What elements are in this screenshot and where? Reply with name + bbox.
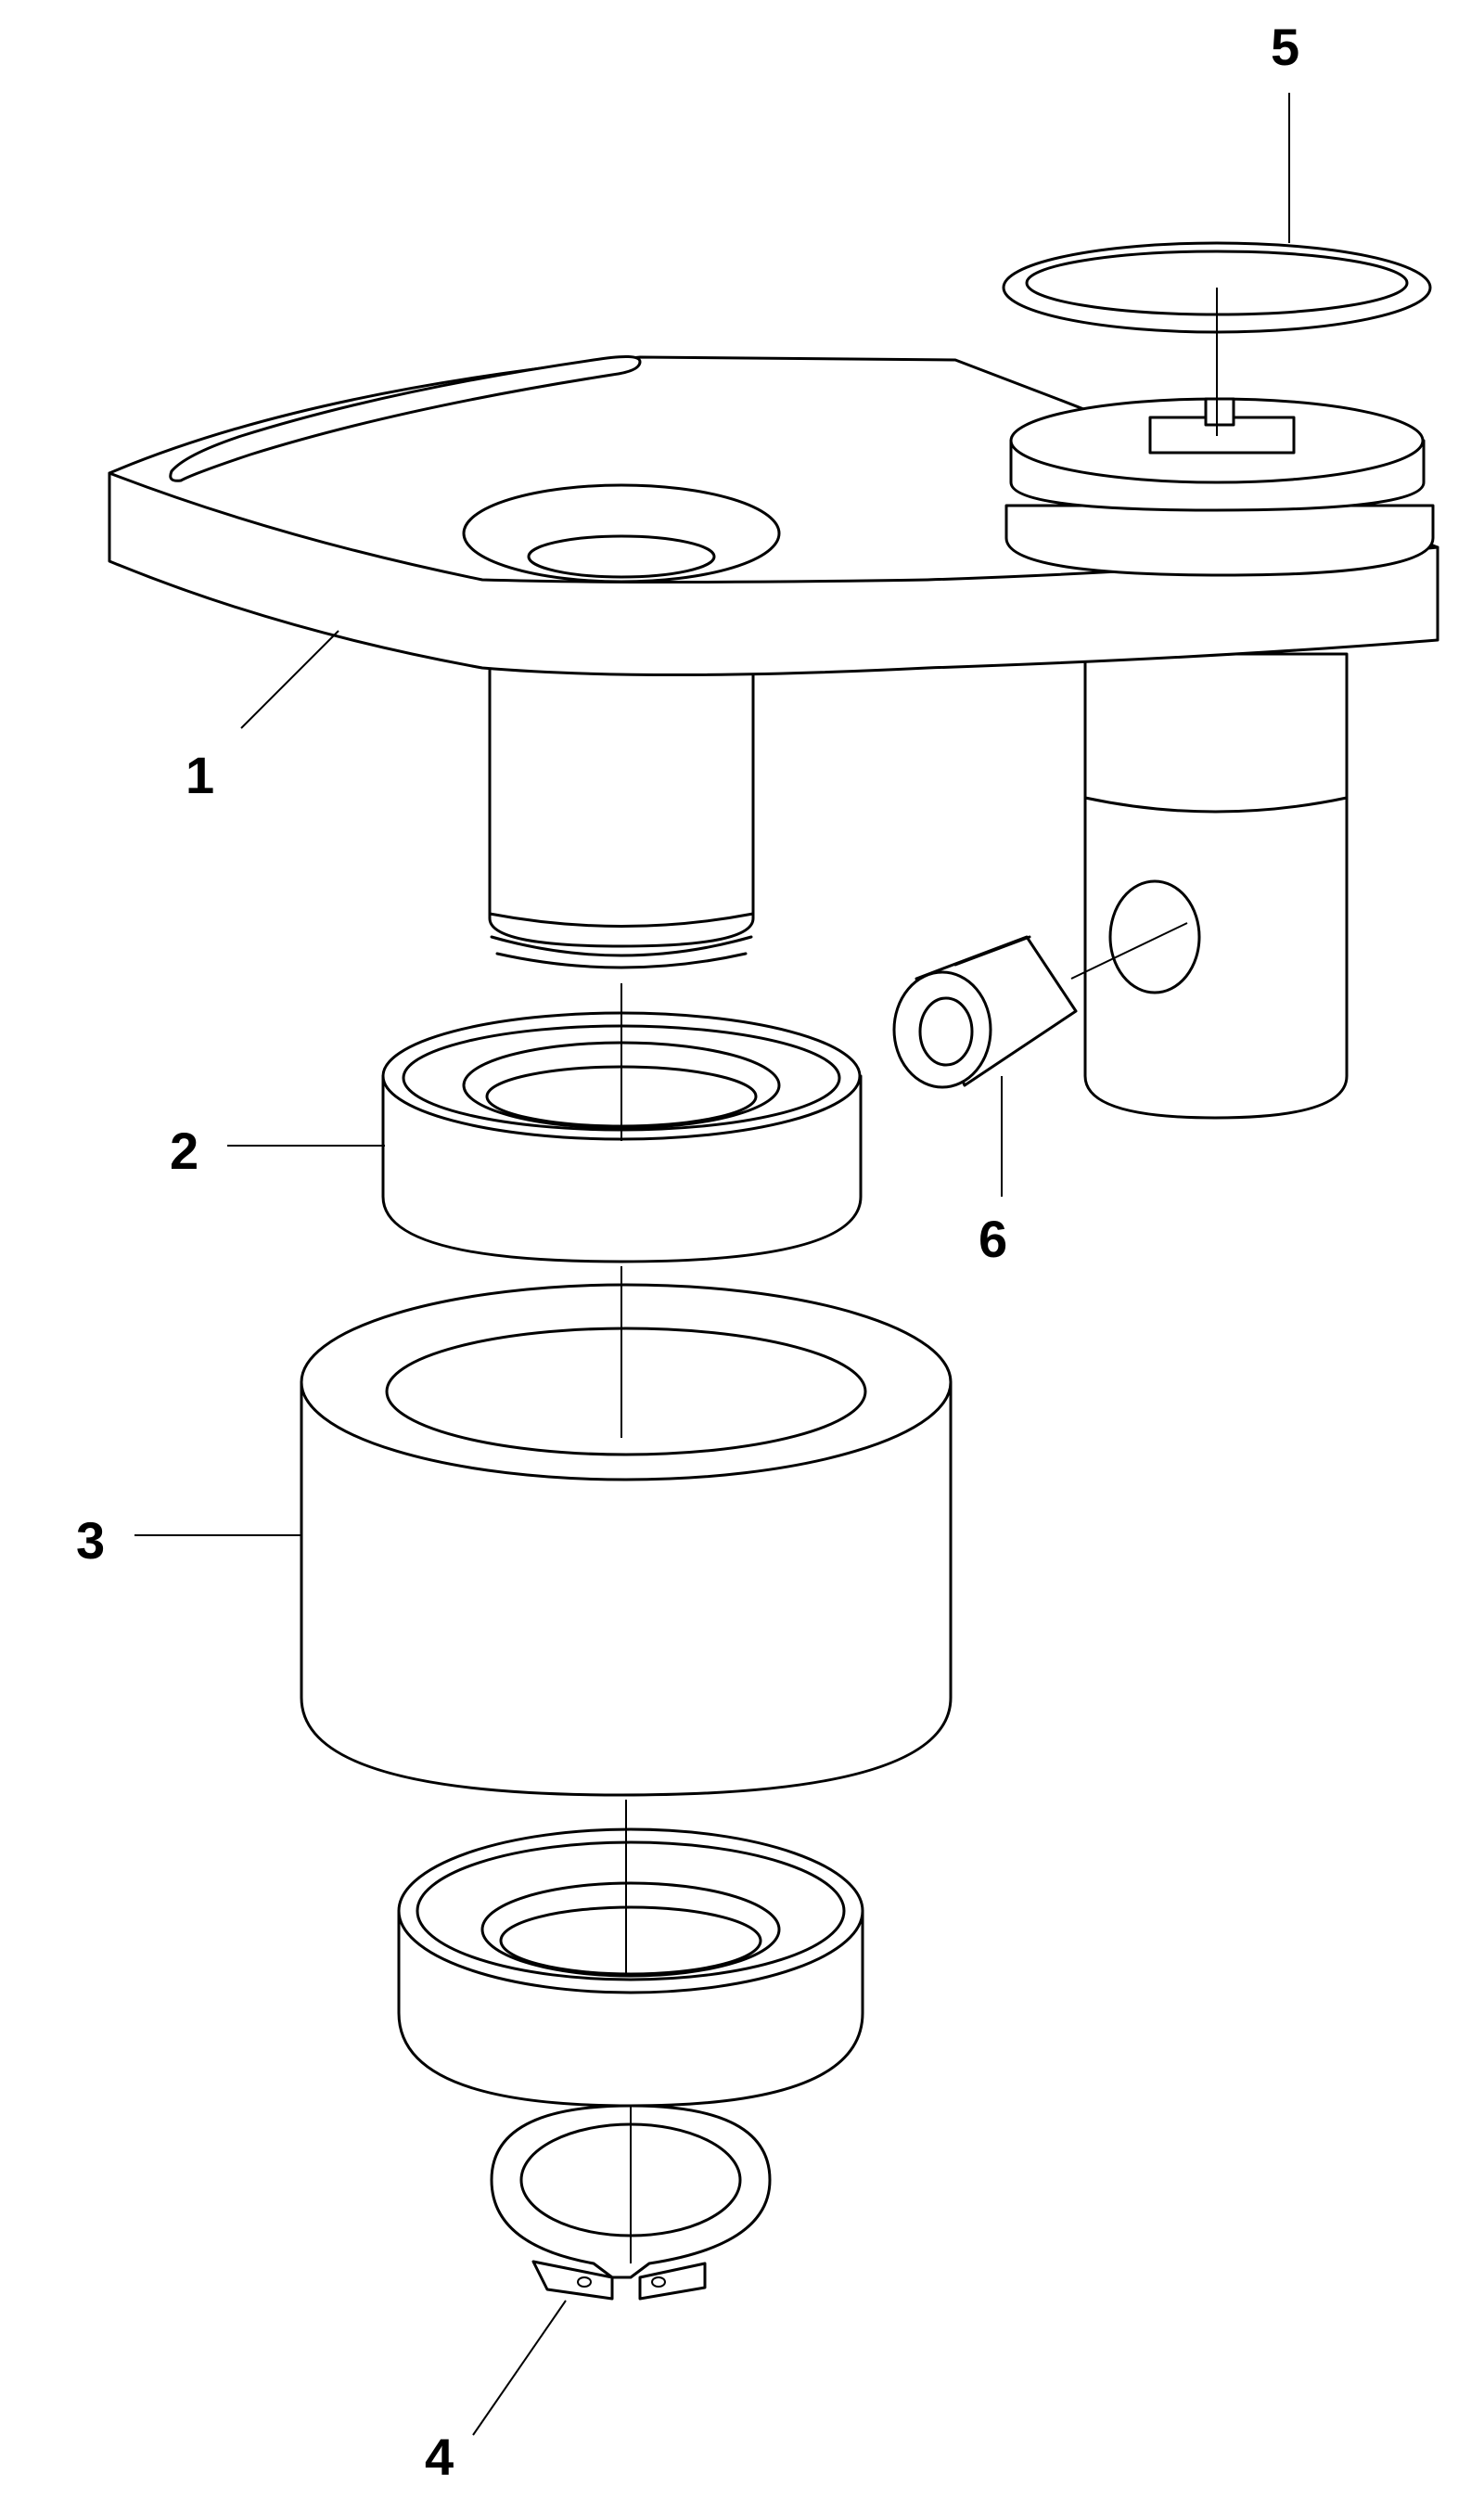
- leader-lines: [134, 93, 1290, 2436]
- right-shaft: [1083, 652, 1349, 1120]
- assembly-axis-lines: [620, 288, 1218, 2263]
- cap-stack: [1004, 397, 1435, 577]
- callout-labels: 1 2 3 4 5 6: [76, 18, 1299, 2486]
- callout-5: 5: [1271, 18, 1299, 76]
- part-2-upper-bearing: [381, 1011, 863, 1263]
- part-1-swivel-plate: [108, 355, 1439, 1120]
- callout-2: 2: [170, 1122, 198, 1180]
- callout-3: 3: [76, 1511, 105, 1570]
- callout-6: 6: [979, 1210, 1007, 1268]
- part-3-wheel: [300, 1283, 953, 1797]
- lower-bearing: [397, 1827, 864, 2108]
- callout-4: 4: [425, 2428, 454, 2486]
- callout-1: 1: [186, 746, 214, 804]
- left-shaft: [488, 652, 755, 969]
- part-6-bushing: [892, 935, 1078, 1089]
